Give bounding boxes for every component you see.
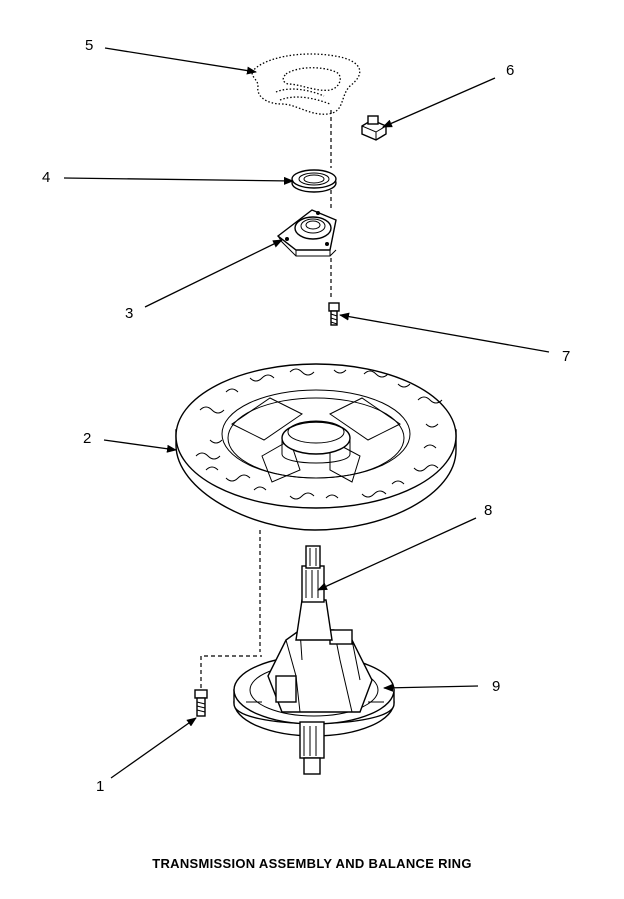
part-7-screw xyxy=(328,302,340,326)
part-9-transmission xyxy=(233,629,395,775)
callout-8: 8 xyxy=(484,502,492,519)
alignment-lines xyxy=(200,110,332,688)
part-2-balance-ring xyxy=(175,363,457,531)
diagram-caption: TRANSMISSION ASSEMBLY AND BALANCE RING xyxy=(152,856,472,871)
callout-labels: 5 6 4 3 7 2 8 9 1 xyxy=(42,37,570,795)
callout-5: 5 xyxy=(85,37,93,54)
callout-6: 6 xyxy=(506,62,514,79)
leader-lines xyxy=(63,47,550,779)
callout-3: 3 xyxy=(125,305,133,322)
callout-9: 9 xyxy=(492,678,500,695)
part-6-clip xyxy=(361,115,387,141)
callout-7: 7 xyxy=(562,348,570,365)
callout-4: 4 xyxy=(42,169,50,186)
callout-1: 1 xyxy=(96,778,104,795)
part-1-screw xyxy=(194,689,208,717)
part-3-bearing-mount xyxy=(276,209,337,257)
part-8-drive-shaft xyxy=(295,545,333,641)
part-5-seal xyxy=(251,53,361,115)
callout-2: 2 xyxy=(83,430,91,447)
part-4-washer xyxy=(291,169,337,193)
